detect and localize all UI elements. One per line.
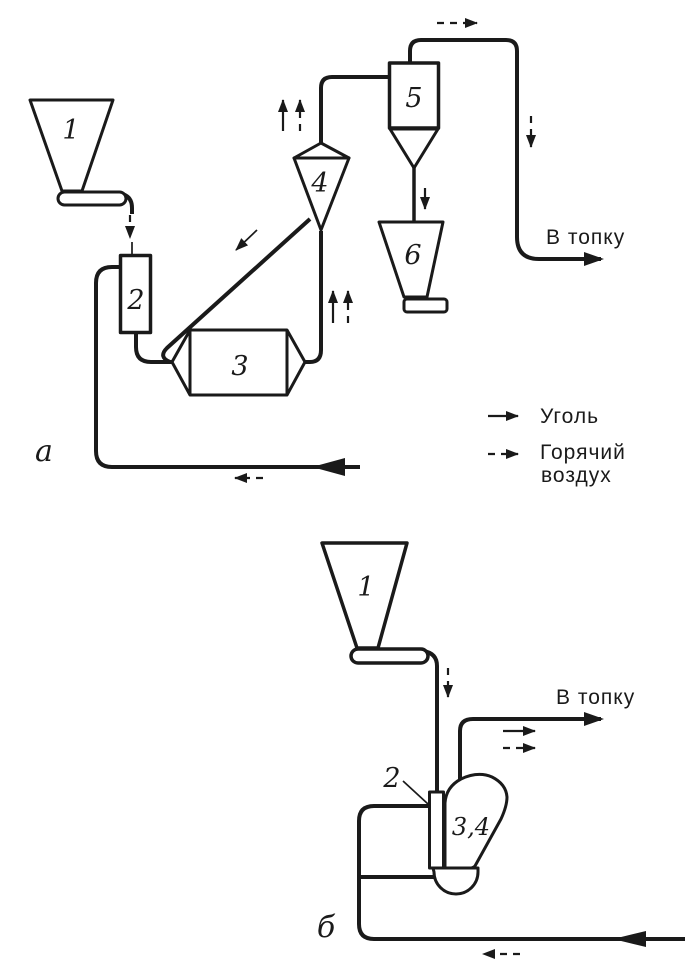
shaft-2b-label: 2 <box>382 763 400 794</box>
recycle-flow-arrow <box>235 229 258 251</box>
exhaust-pipe-a <box>408 38 604 266</box>
mill-3-label: 3 <box>231 351 248 382</box>
mill-3 <box>170 328 307 397</box>
panel-a: 1 2 3 4 5 6 В топку а <box>28 18 625 483</box>
dryer-to-mill-pipe <box>134 331 176 364</box>
panel-b-label: б <box>317 910 336 945</box>
hot-air-return-pipe-a <box>94 265 360 469</box>
shaft-2b-leader <box>402 780 429 805</box>
hopper-1-b-label: 1 <box>357 572 374 603</box>
legend-hot-air-label-line2: воздух <box>541 464 612 487</box>
to-furnace-label-b: В топку <box>556 686 635 709</box>
hopper-1-a-label: 1 <box>62 115 79 146</box>
separator-outlet-pipe <box>319 75 390 146</box>
panel-b: 1 2 3,4 В топку б <box>317 541 685 959</box>
feeder-1-a <box>56 190 128 207</box>
panel-a-label: а <box>35 434 53 469</box>
legend-hot-air-label-line1: Горячий <box>540 441 626 464</box>
bunker-6 <box>377 220 445 299</box>
cyclone-5-cone <box>388 127 440 170</box>
separator-4-cone <box>292 156 351 232</box>
separator-4-label: 4 <box>310 168 328 199</box>
bunker-6-label: 6 <box>404 240 421 271</box>
mill-bowl <box>431 866 480 896</box>
separator-4-hat <box>292 141 351 160</box>
recycle-pipe <box>161 217 312 364</box>
hot-air-arrowhead-a <box>312 458 345 476</box>
dryer-2 <box>118 253 153 335</box>
legend-coal-label: Уголь <box>540 405 599 428</box>
feeder-6 <box>402 297 449 314</box>
cyclone-5-label: 5 <box>405 83 422 114</box>
to-furnace-label-a: В топку <box>546 226 625 249</box>
separator-shaft-2b <box>428 790 445 870</box>
mill-fan-34-label: 3,4 <box>452 813 490 841</box>
furnace-pipe-b <box>458 712 604 784</box>
hot-air-arrowhead-b <box>613 931 646 947</box>
legend: Уголь Горячий воздух <box>488 405 626 487</box>
coal-chute-pipe-b <box>422 649 439 800</box>
air-loop-pipe-b <box>357 804 685 941</box>
feeder-1-b <box>349 647 430 665</box>
dryer-2-label: 2 <box>126 285 144 316</box>
riser-pipe <box>301 231 323 364</box>
